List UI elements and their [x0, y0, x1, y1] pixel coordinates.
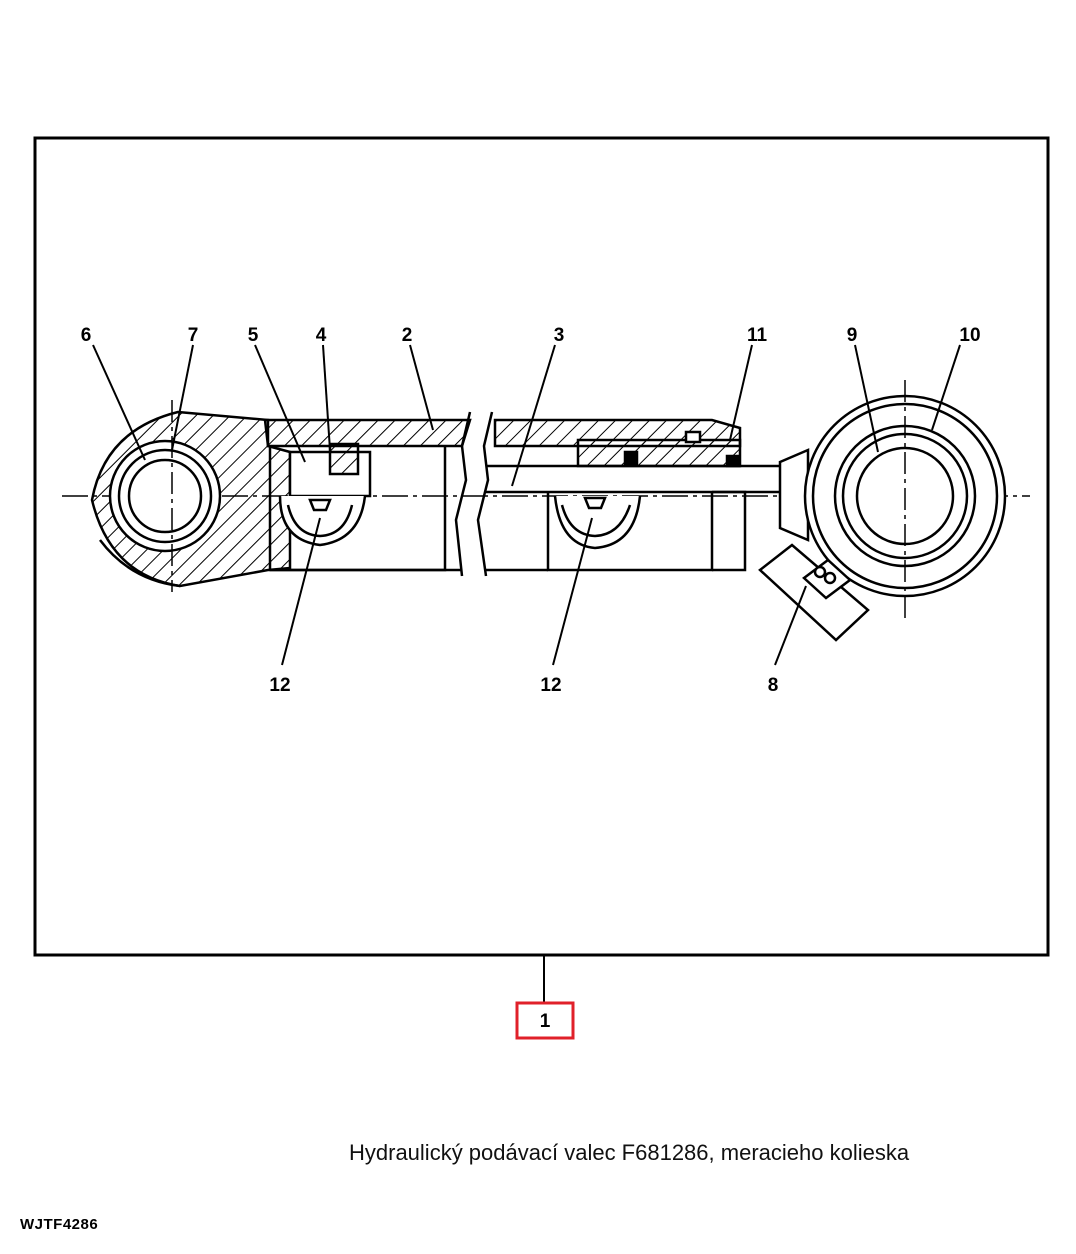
figure-frame: [33, 136, 1050, 957]
callout-9: 9: [847, 325, 858, 346]
callout-2: 2: [402, 325, 413, 346]
figure-caption: Hydraulický podávací valec F681286, mera…: [349, 1140, 910, 1165]
callout-11: 11: [747, 325, 768, 346]
right-clevis: [778, 380, 1007, 620]
callout-5: 5: [248, 325, 259, 346]
callout-7: 7: [188, 325, 199, 346]
callout-10: 10: [959, 325, 980, 346]
right-barrel: [486, 418, 780, 572]
left-clevis: [90, 410, 472, 588]
grease-fitting: [758, 543, 870, 642]
callout-12-right: 12: [540, 675, 561, 696]
callout-1: 1: [540, 1011, 551, 1032]
leader-lines: [92, 344, 961, 1003]
callout-6: 6: [81, 325, 92, 346]
callout-4: 4: [316, 325, 327, 346]
left-barrel: [268, 442, 462, 572]
break-lines: [454, 411, 494, 577]
callout-8: 8: [768, 675, 779, 696]
callout-12-left: 12: [269, 675, 290, 696]
figure-code: WJTF4286: [20, 1216, 99, 1233]
callout-1-highlight-box: [515, 1001, 575, 1040]
callout-3: 3: [554, 325, 565, 346]
